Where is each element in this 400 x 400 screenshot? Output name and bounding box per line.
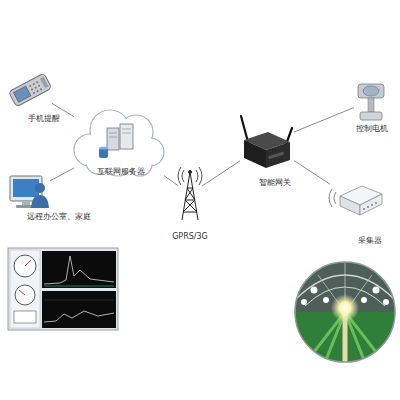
network-link: [294, 108, 354, 132]
network-link: [50, 168, 74, 181]
cloud-icon: [74, 110, 164, 176]
device-label: 手机提醒: [28, 114, 60, 124]
device-label: GPRS/3G: [172, 232, 208, 242]
network-device: 远程办公室、家庭: [8, 174, 50, 210]
network-link: [164, 176, 178, 186]
network-device: 互联网服务器: [74, 110, 164, 178]
device-label: 互联网服务器: [97, 167, 145, 177]
network-device: 智能网关: [240, 116, 294, 170]
computer-icon: [10, 176, 49, 208]
server-icon: [99, 124, 133, 158]
network-device: GPRS/3G: [178, 166, 202, 222]
network-device: 采集器: [328, 184, 384, 218]
network-device: 控制电机: [354, 80, 386, 122]
device-label: 智能网关: [259, 178, 291, 188]
phone-icon: [8, 73, 51, 107]
device-label: 采集器: [358, 236, 382, 246]
network-link: [294, 161, 330, 184]
tower-icon: [178, 167, 202, 220]
dashboard-screenshot: [8, 248, 118, 330]
device-label: 控制电机: [356, 124, 388, 134]
device-label: 远程办公室、家庭: [27, 212, 91, 222]
gateway-icon: [241, 116, 292, 168]
collector-icon: [329, 186, 382, 215]
motor-icon: [358, 84, 384, 120]
greenhouse-illustration: [290, 258, 400, 370]
network-link: [202, 161, 240, 186]
network-device: 手机提醒: [8, 70, 52, 110]
